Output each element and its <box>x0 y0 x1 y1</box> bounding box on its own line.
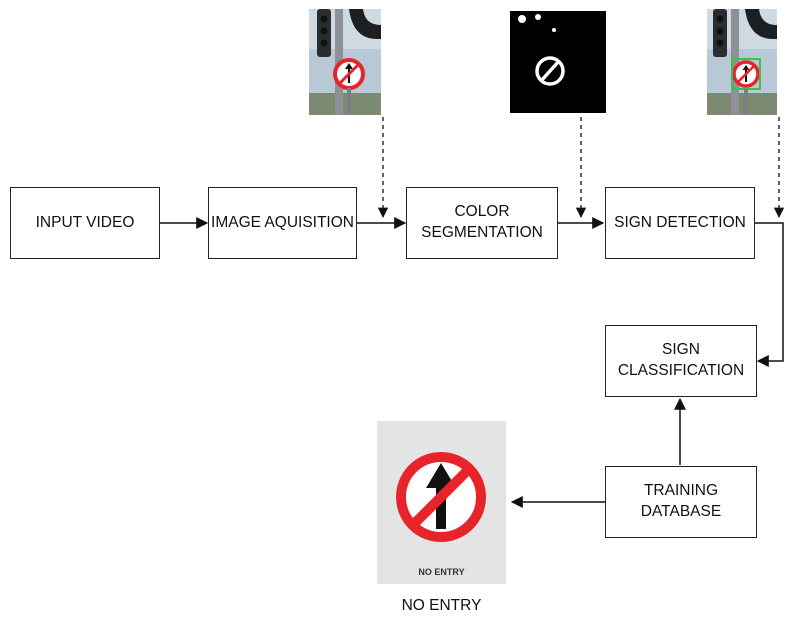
no-entry-sign-image: NO ENTRY <box>377 421 506 584</box>
no-entry-sign-graphic <box>396 452 486 542</box>
arrow-detection-to-classification <box>755 222 784 367</box>
output-caption: NO ENTRY <box>401 597 482 614</box>
image-acquisition-label: IMAGE AQUISITION <box>211 213 354 231</box>
sign-classification-label: SIGN CLASSIFICATION <box>617 341 745 379</box>
color-segmentation-box: COLOR SEGMENTATION <box>406 187 558 259</box>
sign-detection-box: SIGN DETECTION <box>605 187 755 259</box>
detection-photo <box>707 9 777 115</box>
no-entry-sign-text: NO ENTRY <box>418 567 465 577</box>
sign-detection-label: SIGN DETECTION <box>614 213 746 231</box>
training-database-box: TRAINING DATABASE <box>605 466 757 538</box>
image-acquisition-box: IMAGE AQUISITION <box>208 187 357 259</box>
training-database-label: TRAINING DATABASE <box>640 482 722 520</box>
segmentation-mask <box>510 11 606 113</box>
color-segmentation-label: COLOR SEGMENTATION <box>421 203 543 241</box>
traffic-light-photo <box>309 9 381 115</box>
sign-classification-box: SIGN CLASSIFICATION <box>605 325 757 397</box>
input-video-box: INPUT VIDEO <box>10 187 160 259</box>
input-video-label: INPUT VIDEO <box>35 213 135 231</box>
